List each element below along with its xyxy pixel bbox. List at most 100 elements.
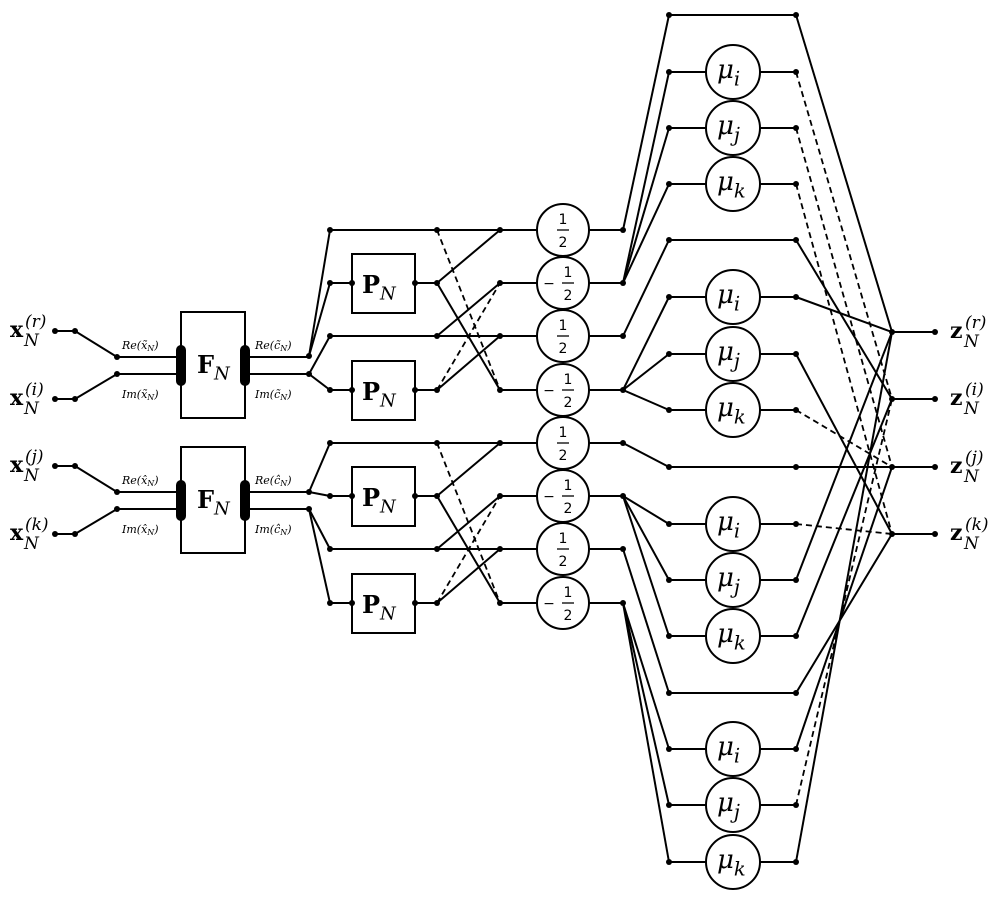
wires [55, 14, 935, 863]
mu-label-sub: i [734, 519, 740, 542]
mu-label-base: μ [717, 337, 734, 367]
mu-node [705, 326, 761, 382]
junction-dot [114, 489, 120, 495]
mu-label-base: μ [717, 280, 734, 310]
wire [55, 330, 181, 358]
wire [622, 495, 670, 581]
scale-numerator: 1 [559, 318, 568, 334]
junction-dot [349, 493, 355, 499]
wire [436, 548, 501, 604]
mu-label-sub: i [734, 67, 740, 90]
mu-label: μj [717, 563, 740, 598]
dashed-wire [436, 442, 501, 604]
input-label-sup: (r) [25, 312, 46, 332]
output-bus-bar [240, 345, 250, 386]
output-label-sub: N [963, 467, 980, 487]
junction-dot [306, 371, 312, 377]
mu-node [705, 834, 761, 890]
junction-dot [114, 354, 120, 360]
dashed-wire [436, 282, 501, 391]
junction-dot [620, 493, 626, 499]
permutation-label-base: P [362, 483, 380, 512]
mu-label-sub: j [730, 123, 740, 146]
permutation-block [351, 253, 416, 314]
input-label-sup: (k) [25, 515, 49, 535]
wire [436, 335, 501, 391]
wire [308, 282, 331, 357]
dashed-wire [436, 495, 501, 604]
scale-numerator: 1 [564, 585, 573, 601]
junction-dot [620, 546, 626, 552]
junction-dot [497, 600, 503, 606]
wire [795, 533, 893, 694]
junction-dot [793, 690, 799, 696]
input-label-sub: N [23, 331, 40, 351]
scale-sign: − [543, 596, 555, 612]
input-bus-bar [176, 480, 186, 521]
mu-node [705, 44, 761, 100]
junction-dot [114, 371, 120, 377]
wire [308, 373, 331, 391]
wire [795, 331, 893, 863]
mu-label-sub: i [734, 292, 740, 315]
fourier-transform-block [180, 311, 246, 419]
junction-dots [52, 12, 938, 865]
junction-dot [620, 333, 626, 339]
permutation-label-base: P [362, 590, 380, 619]
junction-dot [793, 802, 799, 808]
wire [55, 465, 181, 493]
junction-dot [412, 387, 418, 393]
mu-label: μi [717, 280, 740, 315]
junction-dot [932, 329, 938, 335]
junction-dot [349, 387, 355, 393]
input-label-sup: (j) [25, 447, 44, 467]
junction-dot [434, 600, 440, 606]
dashed-wire [795, 409, 893, 468]
scale-denominator: 2 [564, 288, 573, 304]
junction-dot [497, 280, 503, 286]
junction-dot [52, 328, 58, 334]
mu-node [705, 721, 761, 777]
mu-label: μi [717, 507, 740, 542]
output-real-label: Re(c̃N) [254, 339, 292, 353]
mu-node [705, 269, 761, 325]
junction-dot [327, 440, 333, 446]
junction-dot [620, 440, 626, 446]
junction-dot [932, 531, 938, 537]
wire [622, 602, 670, 806]
output-label-sup: (i) [965, 380, 984, 400]
wire [622, 442, 670, 468]
junction-dot [889, 464, 895, 470]
dashed-wire [795, 523, 893, 535]
junction-dot [793, 12, 799, 18]
mu-label-sub: k [734, 857, 746, 880]
mu-node [705, 777, 761, 833]
permutation-label: PN [362, 377, 397, 412]
junction-dot [52, 531, 58, 537]
scale-sign: − [543, 383, 555, 399]
wire [622, 71, 670, 284]
fourier-label: FN [197, 485, 231, 520]
input-label-sub: N [23, 466, 40, 486]
junction-dot [666, 859, 672, 865]
permutation-label: PN [362, 483, 397, 518]
dashed-wire [795, 183, 893, 535]
scale-sign: − [543, 276, 555, 292]
fourier-label-sub: N [213, 364, 231, 385]
mu-node [705, 552, 761, 608]
junction-dot [497, 493, 503, 499]
junction-dot [793, 859, 799, 865]
junction-dot [434, 493, 440, 499]
permutation-label-sub: N [379, 604, 397, 625]
junction-dot [434, 227, 440, 233]
permutation-label-sub: N [379, 497, 397, 518]
junction-dot [932, 396, 938, 402]
junction-dot [327, 280, 333, 286]
junction-dot [666, 407, 672, 413]
junction-dot [497, 546, 503, 552]
wire [308, 229, 331, 357]
wire [55, 373, 181, 400]
input-label: x [10, 385, 24, 411]
mu-label-sub: i [734, 744, 740, 767]
